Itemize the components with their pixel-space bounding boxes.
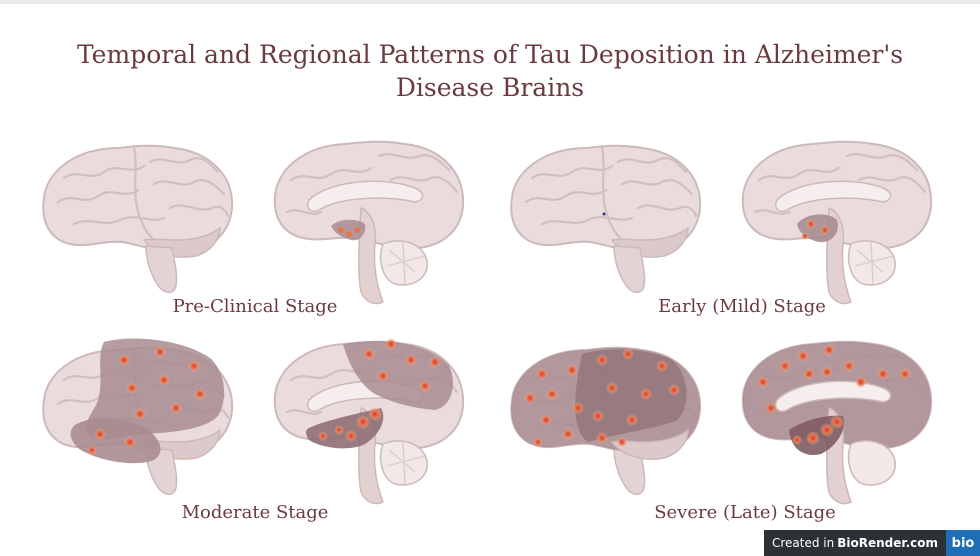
early-medial-brain — [741, 140, 933, 305]
badge-text: Created in BioRender.com — [763, 530, 946, 556]
early-lateral-brain — [510, 144, 702, 294]
biorender-badge[interactable]: Created in BioRender.com bio — [763, 530, 980, 556]
stage-label-preclinical: Pre-Clinical Stage — [172, 296, 338, 317]
moderate-medial-brain — [273, 338, 465, 505]
badge-brand: BioRender.com — [837, 536, 938, 550]
severe-lateral-brain — [510, 346, 702, 496]
preclinical-lateral-brain — [42, 144, 234, 294]
severe-medial-brain — [741, 340, 933, 505]
moderate-lateral-brain — [42, 338, 234, 496]
page-title: Temporal and Regional Patterns of Tau De… — [76, 40, 904, 102]
stage-label-early: Early (Mild) Stage — [658, 296, 826, 317]
badge-prefix: Created in — [771, 536, 835, 550]
stage-label-moderate: Moderate Stage — [181, 502, 329, 523]
top-bar — [0, 0, 980, 4]
preclinical-medial-brain — [273, 140, 465, 305]
biorender-logo: bio — [946, 530, 980, 556]
stage-label-severe: Severe (Late) Stage — [654, 502, 836, 523]
